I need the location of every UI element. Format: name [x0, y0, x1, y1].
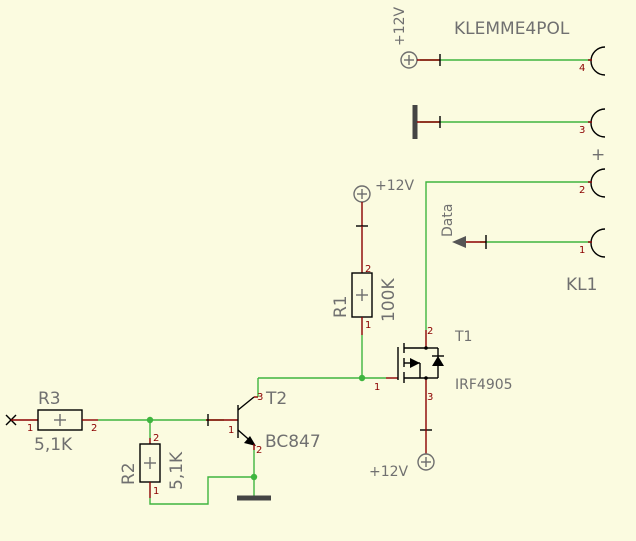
terminal-4 — [590, 46, 606, 76]
connector-ref: KL1 — [566, 275, 597, 295]
svg-text:1: 1 — [27, 423, 33, 434]
r2-value: 5,1K — [167, 451, 187, 490]
t1-name: T1 — [454, 329, 472, 345]
t2-name: T2 — [265, 389, 287, 409]
junction-gate — [358, 374, 366, 382]
svg-text:3: 3 — [257, 392, 263, 403]
svg-text:2: 2 — [153, 433, 159, 444]
svg-text:3: 3 — [427, 392, 433, 403]
r3-value: 5,1K — [34, 435, 73, 455]
terminal-3 — [590, 108, 606, 138]
t1-value: IRF4905 — [455, 377, 513, 393]
svg-text:2: 2 — [91, 423, 97, 434]
supply-symbol-bottom: +12V — [369, 410, 435, 480]
ground-symbol-kl3 — [412, 105, 441, 139]
data-label: Data — [440, 204, 456, 237]
terminal-2 — [590, 168, 606, 198]
r1-name: R1 — [331, 295, 351, 318]
transistor-t1: 1 2 3 T1 IRF4905 — [374, 326, 513, 410]
resistor-r1: 2 1 R1 100K — [331, 264, 399, 335]
svg-text:2: 2 — [579, 185, 585, 196]
svg-text:4: 4 — [579, 63, 585, 74]
svg-text:2: 2 — [365, 264, 371, 275]
svg-text:1: 1 — [365, 320, 371, 331]
junction-ground — [250, 473, 258, 481]
connector-kl1: KLEMME4POL KL1 + 4 3 2 1 — [454, 19, 605, 295]
data-port: Data — [440, 204, 487, 249]
resistor-r2: 2 1 R2 5,1K — [119, 433, 187, 498]
supply-symbol-top: +12V — [392, 6, 441, 69]
resistor-r3: 1 2 R3 5,1K — [5, 389, 98, 455]
junction-base — [146, 416, 154, 424]
svg-text:1: 1 — [579, 245, 585, 256]
wire-kl2-drain — [425, 181, 590, 330]
wire-r2-ground — [149, 476, 254, 505]
svg-text:1: 1 — [374, 382, 380, 393]
data-arrow-icon — [452, 236, 466, 248]
r3-name: R3 — [38, 389, 61, 409]
supply-label-top: +12V — [392, 6, 408, 46]
supply-symbol-mid: +12V — [353, 178, 415, 273]
svg-text:2: 2 — [256, 445, 262, 456]
t2-value: BC847 — [265, 432, 321, 452]
svg-text:1: 1 — [228, 425, 234, 436]
terminal-1 — [590, 228, 606, 258]
connector-plus-mark: + — [591, 145, 605, 165]
svg-text:2: 2 — [427, 326, 433, 337]
svg-text:3: 3 — [579, 125, 585, 136]
connector-name: KLEMME4POL — [454, 19, 570, 39]
transistor-t2: 3 1 2 T2 BC847 — [206, 389, 321, 456]
supply-label-bottom: +12V — [369, 464, 409, 480]
r1-value: 100K — [379, 278, 399, 322]
svg-text:1: 1 — [153, 486, 159, 497]
supply-label-mid: +12V — [375, 178, 415, 194]
r2-name: R2 — [119, 462, 139, 485]
wires — [98, 59, 590, 505]
